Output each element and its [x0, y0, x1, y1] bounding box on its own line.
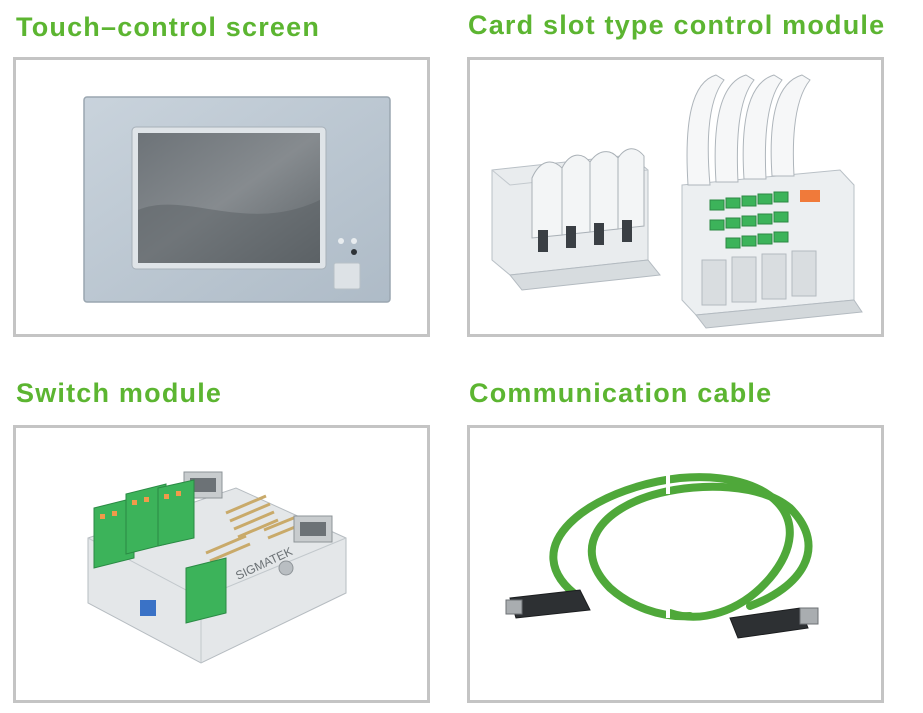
panel-frame-switch-module: SIGMATEK — [13, 425, 430, 703]
panel-title-card-slot-module: Card slot type control module — [468, 10, 886, 40]
communication-cable-photo — [505, 468, 819, 639]
touch-control-screen-photo — [83, 96, 391, 303]
switch-module-photo: SIGMATEK — [87, 471, 347, 664]
panel-title-switch-module: Switch module — [16, 378, 223, 408]
panel-frame-card-slot-module — [467, 57, 884, 337]
card-slot-control-module-photo — [491, 74, 863, 329]
panel-frame-communication-cable — [467, 425, 884, 703]
panel-frame-touch-screen — [13, 57, 430, 337]
panel-title-touch-screen: Touch–control screen — [16, 12, 321, 42]
panel-title-communication-cable: Communication cable — [469, 378, 773, 408]
